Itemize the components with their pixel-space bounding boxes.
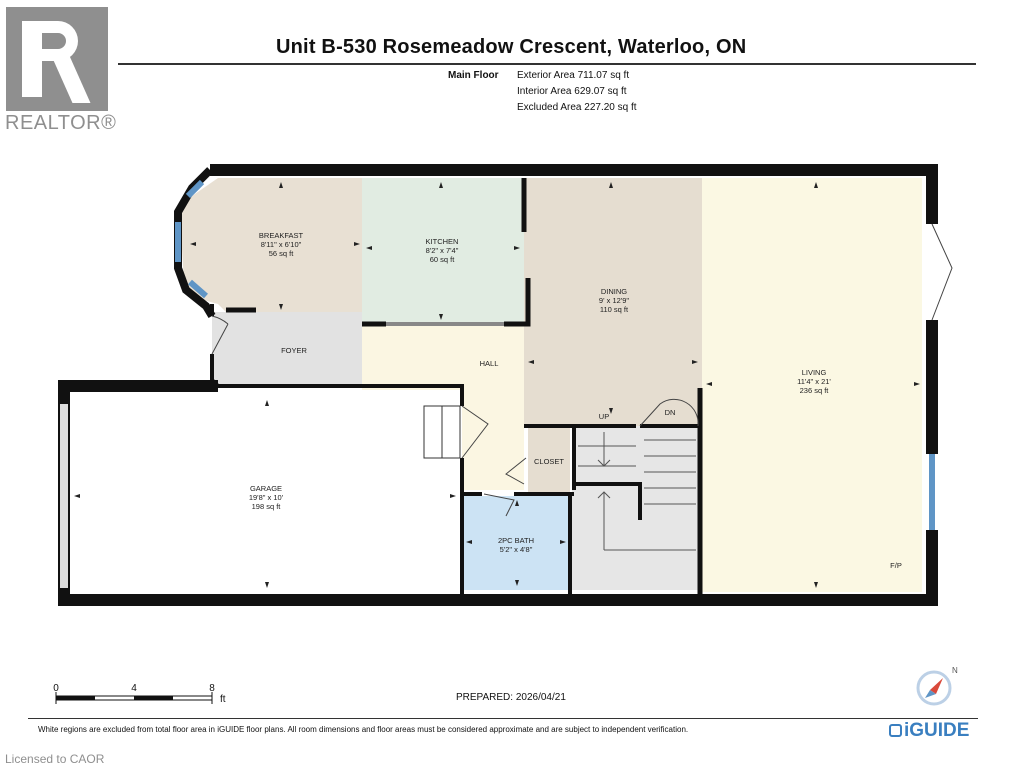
- garage-dims: 19'8" x 10': [249, 493, 284, 502]
- dining-room: [524, 178, 702, 428]
- foyer-area: [212, 312, 362, 384]
- breakfast-room: [180, 178, 362, 312]
- kitchen-name: KITCHEN: [426, 237, 459, 246]
- garage-steps: [423, 405, 461, 459]
- floor-label: Main Floor: [448, 70, 499, 81]
- hall-area: [362, 324, 524, 490]
- dining-dims: 9' x 12'9": [599, 296, 629, 305]
- living-room: [702, 178, 922, 592]
- bath-name: 2PC BATH: [498, 536, 534, 545]
- breakfast-area: 56 sq ft: [269, 249, 295, 258]
- realtor-wordmark: REALTOR®: [5, 112, 117, 134]
- living-area: 236 sq ft: [800, 386, 830, 395]
- garage-area: [72, 394, 458, 592]
- prepared-date: PREPARED: 2026/04/21: [456, 692, 566, 703]
- stair-area: [572, 426, 698, 590]
- living-name: LIVING: [802, 368, 827, 377]
- scale-tick-4: 4: [131, 683, 137, 694]
- stair-up-label: UP: [599, 412, 609, 421]
- fireplace-label: F/P: [890, 561, 902, 570]
- realtor-logo: [6, 7, 108, 111]
- iguide-logo: iGUIDE: [889, 720, 969, 742]
- interior-area: Interior Area 629.07 sq ft: [517, 86, 627, 97]
- kitchen-room: [362, 178, 524, 324]
- hall-name: HALL: [480, 359, 499, 368]
- bath-dims: 5'2" x 4'8": [500, 545, 533, 554]
- bath-room: [462, 496, 570, 590]
- exterior-area: Exterior Area 711.07 sq ft: [517, 70, 630, 81]
- scale-bar: 0 4 8 ft: [53, 683, 226, 705]
- kitchen-area: 60 sq ft: [430, 255, 456, 264]
- scale-tick-0: 0: [53, 683, 59, 694]
- windows: [175, 179, 935, 530]
- breakfast-dims: 8'11" x 6'10": [261, 240, 302, 249]
- dimension-arrows: [74, 182, 920, 588]
- compass-north-label: N: [952, 666, 958, 675]
- stair-down-label: DN: [665, 408, 676, 417]
- disclaimer: White regions are excluded from total fl…: [38, 725, 689, 734]
- garage-name: GARAGE: [250, 484, 282, 493]
- footer-divider: [28, 718, 978, 719]
- dining-area: 110 sq ft: [600, 305, 629, 314]
- iguide-wordmark: iGUIDE: [904, 720, 970, 741]
- kitchen-dims: 8'2" x 7'4": [426, 246, 459, 255]
- closet-area: [528, 426, 570, 492]
- dining-name: DINING: [601, 287, 627, 296]
- listing-title: Unit B-530 Rosemeadow Crescent, Waterloo…: [276, 36, 747, 58]
- license-note: Licensed to CAOR: [5, 752, 105, 766]
- garage-area: 198 sq ft: [252, 502, 282, 511]
- title-divider: [118, 63, 976, 65]
- breakfast-name: BREAKFAST: [259, 231, 304, 240]
- living-dims: 11'4" x 21': [797, 377, 831, 386]
- staircase: [578, 432, 696, 551]
- scale-tick-8: 8: [209, 683, 215, 694]
- doors: [211, 223, 953, 517]
- excluded-area: Excluded Area 227.20 sq ft: [517, 102, 637, 113]
- scale-unit: ft: [220, 694, 226, 705]
- closet-name: CLOSET: [534, 457, 564, 466]
- compass-icon: N: [916, 666, 958, 706]
- foyer-name: FOYER: [281, 346, 307, 355]
- iguide-mark-icon: [889, 724, 902, 737]
